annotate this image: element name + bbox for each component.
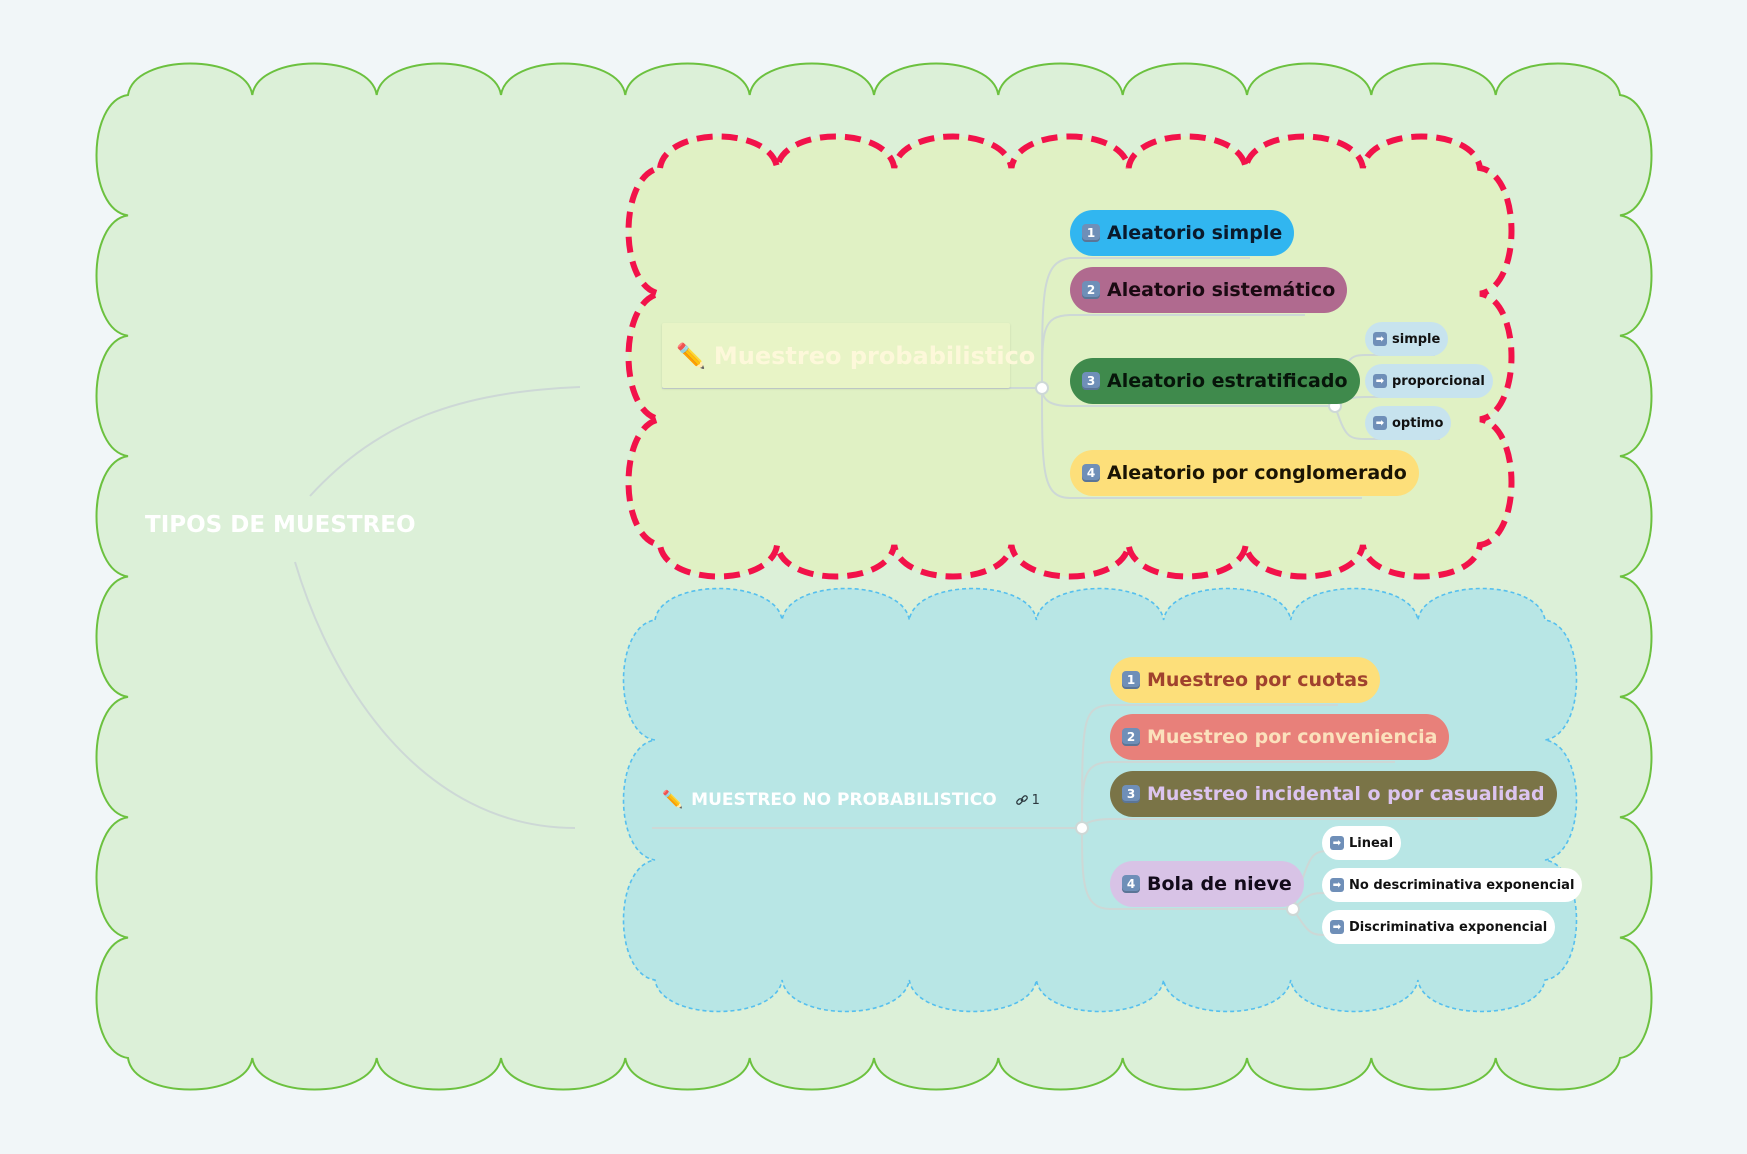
keycap-3-icon: 3: [1122, 785, 1140, 803]
keycap-4-icon: 4: [1122, 875, 1140, 893]
nonprob-item-connector-2: [1081, 761, 1395, 829]
prob-subitem-simple[interactable]: ➡ simple: [1365, 322, 1449, 356]
prob-subitem-optimo[interactable]: ➡ optimo: [1365, 406, 1452, 440]
right-arrow-icon: ➡: [1373, 332, 1387, 346]
prob-item-label: Aleatorio por conglomerado: [1107, 462, 1407, 484]
pencil-icon: ✏️: [662, 790, 684, 810]
nonprob-item-label: Muestreo incidental o por casualidad: [1147, 783, 1545, 805]
prob-item-aleatorio-simple[interactable]: 1 Aleatorio simple: [1070, 210, 1295, 256]
nonprobabilistic-collapse-dot[interactable]: [1075, 821, 1089, 835]
nonprob-subitem-label: No descriminativa exponencial: [1349, 877, 1575, 893]
nonprobabilistic-topic-label: MUESTREO NO PROBABILISTICO: [691, 790, 997, 810]
prob-subitem-proporcional[interactable]: ➡ proporcional: [1365, 364, 1493, 398]
probabilistic-topic-label: Muestreo probabilistico: [713, 341, 1036, 370]
probabilistic-collapse-dot[interactable]: [1035, 381, 1049, 395]
right-arrow-icon: ➡: [1373, 374, 1387, 388]
prob-item-connector-4: [1041, 387, 1362, 499]
keycap-3-icon: 3: [1082, 372, 1100, 390]
nonprob-item-muestreo-por-conveniencia[interactable]: 2 Muestreo por conveniencia: [1110, 714, 1450, 760]
probabilistic-topic[interactable]: ✏️ Muestreo probabilistico: [662, 323, 1035, 388]
nonprob-subitem-no-descriminativa-exponencial[interactable]: ➡ No descriminativa exponencial: [1322, 868, 1583, 902]
nonprob-item-muestreo-incidental[interactable]: 3 Muestreo incidental o por casualidad: [1110, 771, 1557, 817]
nonprob-subitem-label: Lineal: [1349, 835, 1394, 851]
nonprob-item-label: Bola de nieve: [1147, 873, 1292, 895]
right-arrow-icon: ➡: [1330, 836, 1344, 850]
keycap-2-icon: 2: [1122, 728, 1140, 746]
link-count: 1: [1031, 792, 1040, 808]
prob-item-connector-2: [1041, 314, 1305, 389]
prob-subitem-label: proporcional: [1392, 373, 1485, 389]
central-topic[interactable]: TIPOS DE MUESTREO: [145, 512, 416, 538]
right-arrow-icon: ➡: [1373, 416, 1387, 430]
right-arrow-icon: ➡: [1330, 878, 1344, 892]
prob-item-aleatorio-por-conglomerado[interactable]: 4 Aleatorio por conglomerado: [1070, 450, 1419, 496]
keycap-4-icon: 4: [1082, 464, 1100, 482]
prob-item-label: Aleatorio estratificado: [1107, 370, 1348, 392]
nonprobabilistic-topic[interactable]: ✏️ MUESTREO NO PROBABILISTICO 1: [662, 786, 1040, 814]
link-indicator[interactable]: 1: [1015, 793, 1040, 808]
nonprob-item-connector-4: [1081, 827, 1293, 910]
prob-subitem-label: optimo: [1392, 415, 1444, 431]
nonprob-subitem-discriminativa-exponencial[interactable]: ➡ Discriminativa exponencial: [1322, 910, 1556, 944]
link-icon: [1015, 795, 1028, 805]
prob-item-label: Aleatorio simple: [1107, 222, 1283, 244]
keycap-1-icon: 1: [1082, 224, 1100, 242]
central-topic-label: TIPOS DE MUESTREO: [145, 512, 416, 538]
keycap-1-icon: 1: [1122, 671, 1140, 689]
keycap-2-icon: 2: [1082, 281, 1100, 299]
nonprob-item-label: Muestreo por cuotas: [1147, 669, 1369, 691]
nonprob-item-muestreo-por-cuotas[interactable]: 1 Muestreo por cuotas: [1110, 657, 1381, 703]
prob-subitem-connector-3: [1334, 405, 1440, 440]
prob-item-label: Aleatorio sistemático: [1107, 279, 1336, 301]
pencil-icon: ✏️: [676, 341, 706, 370]
prob-item-aleatorio-sistematico[interactable]: 2 Aleatorio sistemático: [1070, 267, 1348, 313]
right-arrow-icon: ➡: [1330, 920, 1344, 934]
prob-item-aleatorio-estratificado[interactable]: 3 Aleatorio estratificado: [1070, 358, 1360, 404]
prob-subitem-label: simple: [1392, 331, 1441, 347]
nonprob-item-label: Muestreo por conveniencia: [1147, 726, 1438, 748]
central-to-nonprobabilistic-line: [294, 561, 576, 829]
central-to-probabilistic-line: [309, 386, 581, 497]
nonprob-subitem-label: Discriminativa exponencial: [1349, 919, 1548, 935]
nonprob-item-bola-de-nieve[interactable]: 4 Bola de nieve: [1110, 861, 1304, 907]
nonprob-subitem-lineal[interactable]: ➡ Lineal: [1322, 826, 1402, 860]
